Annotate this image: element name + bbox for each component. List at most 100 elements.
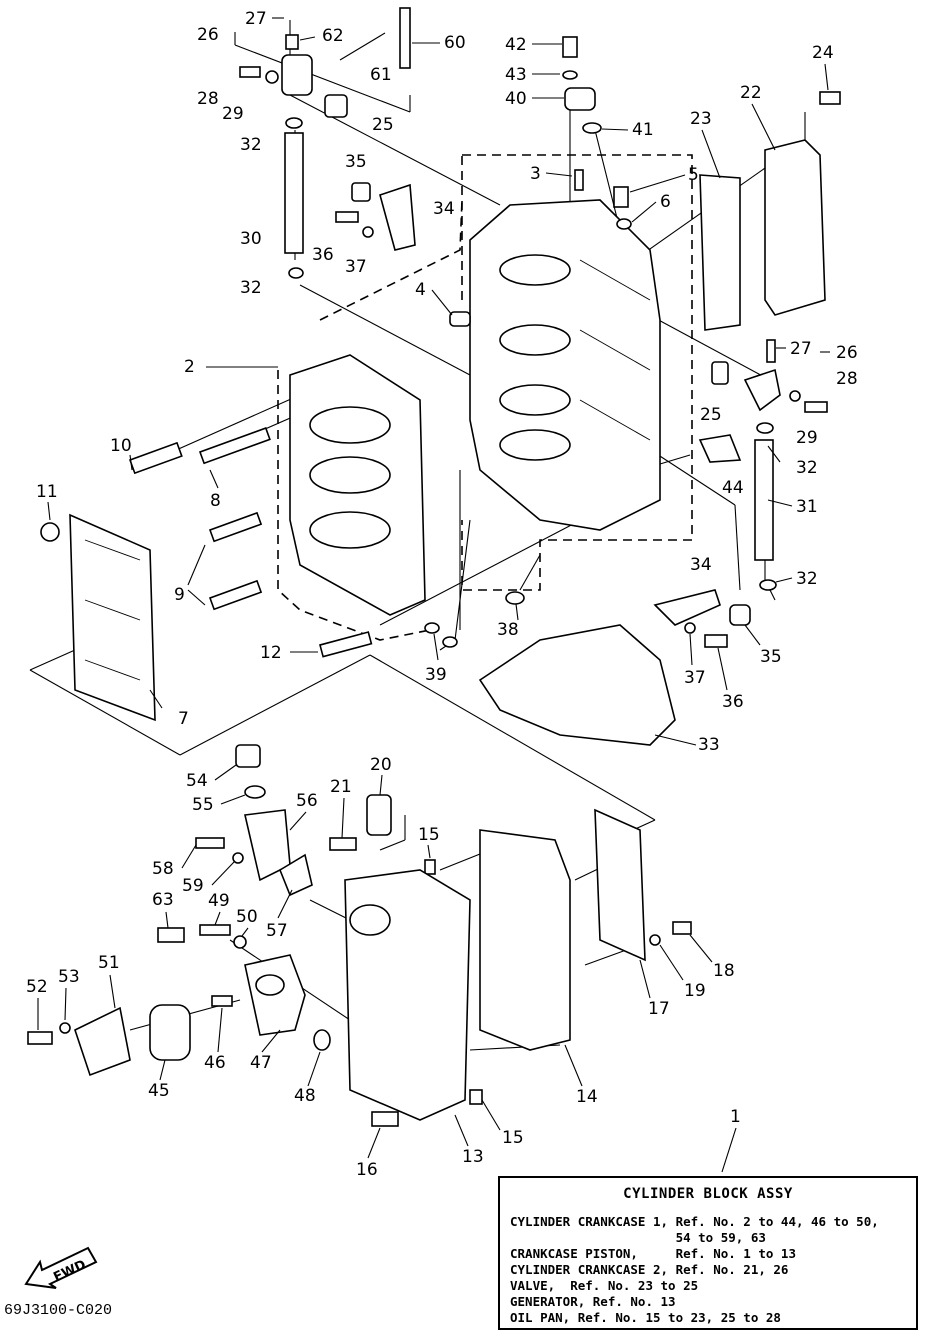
callout: 46	[204, 1053, 226, 1073]
callout: 5	[688, 165, 699, 185]
cylinder-block-body-part	[469, 199, 661, 531]
callout: 22	[740, 83, 762, 103]
callout: 6	[660, 192, 671, 212]
pin-part-3	[574, 169, 584, 191]
callout: 32	[240, 135, 262, 155]
callout: 45	[148, 1081, 170, 1101]
oil-filter-part-45	[149, 1004, 191, 1061]
legend-line: CRANKCASE PISTON, Ref. No. 1 to 13	[510, 1246, 796, 1261]
legend-title: CYLINDER BLOCK ASSY	[623, 1186, 793, 1202]
callout-leaders	[37, 17, 830, 1173]
damper-part-35b	[729, 604, 751, 626]
bolt-part-9a	[208, 511, 263, 543]
callout: 16	[356, 1160, 378, 1180]
bolt-part-28b	[804, 401, 828, 413]
pin-part-15b	[469, 1089, 483, 1105]
callout: 59	[182, 876, 204, 896]
callout: 39	[425, 665, 447, 685]
legend-box: CYLINDER BLOCK ASSY CYLINDER CRANKCASE 1…	[498, 1176, 918, 1330]
gasket-part-57	[279, 853, 313, 897]
callout: 29	[222, 104, 244, 124]
callout: 34	[690, 555, 712, 575]
callout: 15	[502, 1128, 524, 1148]
thermostat-housing-part	[281, 54, 313, 96]
callout: 4	[415, 280, 426, 300]
callout-labels: 27 26 62 60 61 28 29 25 32 35 34 30 36 3…	[26, 9, 858, 1180]
cylinder-block	[449, 169, 661, 531]
bolt-part-5	[613, 186, 629, 208]
callout: 51	[98, 953, 120, 973]
gasket-part-23	[699, 174, 741, 331]
plate-part-48	[313, 1029, 331, 1051]
bolt-part-16	[371, 1111, 399, 1127]
callout: 23	[690, 109, 712, 129]
legend-line: GENERATOR, Ref. No. 13	[510, 1294, 676, 1309]
callout: 26	[197, 25, 219, 45]
nut-part-11	[40, 522, 60, 542]
sensor-part-60	[399, 7, 411, 69]
callout: 35	[760, 647, 782, 667]
bolt-part-58	[195, 837, 225, 849]
bolt-part-28	[239, 66, 261, 78]
legend-line: OIL PAN, Ref. No. 15 to 23, 25 to 28	[510, 1310, 781, 1325]
bolt-part-21	[329, 837, 357, 851]
o-ring-part-38	[505, 591, 525, 605]
gaskets-center	[424, 591, 676, 746]
callout: 24	[812, 43, 834, 63]
callout: 32	[796, 569, 818, 589]
callout: 26	[836, 343, 858, 363]
legend-line: 54 to 59, 63	[510, 1230, 766, 1245]
callout: 7	[178, 709, 189, 729]
callout: 36	[312, 245, 334, 265]
valve-covers	[699, 91, 841, 331]
bolt-part-9b	[208, 579, 263, 611]
callout: 37	[345, 257, 367, 277]
bolt-part-18	[672, 921, 692, 935]
cover-part-51	[74, 1006, 131, 1077]
dashed-group-frames	[277, 154, 693, 641]
callout: 1	[730, 1107, 741, 1127]
callout: 36	[722, 692, 744, 712]
callout: 2	[184, 357, 195, 377]
callout: 27	[790, 339, 812, 359]
callout: 33	[698, 735, 720, 755]
cover-part-22	[764, 139, 826, 316]
bracket-part-34	[379, 183, 416, 251]
callout: 35	[345, 152, 367, 172]
bolt-part-36b	[704, 634, 728, 648]
callout: 19	[684, 981, 706, 1001]
cap-part-54	[235, 744, 261, 768]
legend-line: CYLINDER CRANKCASE 1, Ref. No. 2 to 44, …	[510, 1214, 879, 1229]
callout: 42	[505, 35, 527, 55]
callout: 61	[370, 65, 392, 85]
bolt-part-46	[211, 995, 233, 1007]
callout: 53	[58, 967, 80, 987]
callout: 3	[530, 164, 541, 184]
callout: 55	[192, 795, 214, 815]
sender-part-40	[564, 87, 596, 111]
callout: 25	[372, 115, 394, 135]
callout: 50	[236, 907, 258, 927]
callout: 40	[505, 89, 527, 109]
callout: 49	[208, 891, 230, 911]
callout: 41	[632, 120, 654, 140]
bracket-part-34b	[653, 589, 721, 626]
callout: 15	[418, 825, 440, 845]
screw-part-27b	[766, 339, 776, 363]
callout: 38	[497, 620, 519, 640]
callout: 11	[36, 482, 58, 502]
housing-part-26b	[743, 368, 781, 412]
callout: 10	[110, 436, 132, 456]
plate-part-17	[594, 808, 646, 962]
callout: 30	[240, 229, 262, 249]
bolt-part-10	[128, 441, 183, 475]
pin-part-15a	[424, 859, 436, 875]
callout: 28	[836, 369, 858, 389]
callout: 43	[505, 65, 527, 85]
callout: 9	[174, 585, 185, 605]
legend-lines: CYLINDER CRANKCASE 1, Ref. No. 2 to 44, …	[500, 1214, 916, 1326]
bracket-part-20	[366, 794, 392, 836]
callout: 56	[296, 791, 318, 811]
callout: 57	[266, 921, 288, 941]
oil-filter-assembly	[27, 924, 331, 1077]
